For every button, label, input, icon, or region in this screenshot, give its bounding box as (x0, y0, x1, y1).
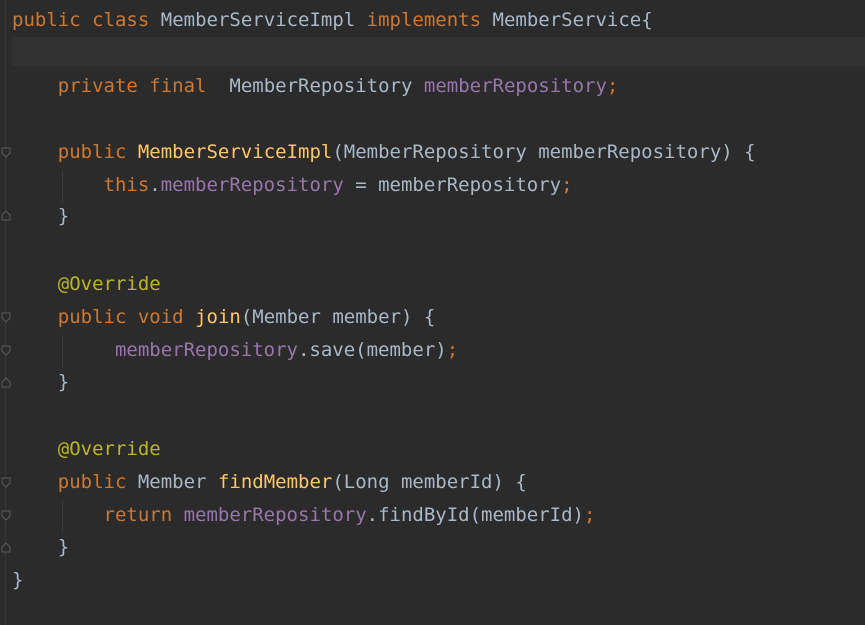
dot: . (149, 174, 161, 196)
fold-open-icon[interactable] (1, 477, 11, 489)
keyword: this (103, 174, 150, 196)
parameters: (Member member) { (240, 306, 436, 328)
class-name: MemberServiceImpl (160, 9, 356, 31)
constructor-name: MemberServiceImpl (137, 141, 333, 163)
code-line-14[interactable]: @Override (12, 433, 161, 466)
type-name: Member (137, 471, 207, 493)
editor-gutter (0, 0, 12, 625)
indent-guide (62, 335, 63, 368)
annotation: @Override (57, 273, 161, 295)
fold-open-icon[interactable] (1, 345, 11, 357)
assignment: = memberRepository (343, 174, 562, 196)
field-name: memberRepository (183, 504, 367, 526)
keyword: implements (366, 9, 482, 31)
fold-close-icon[interactable] (1, 376, 11, 388)
closing-brace: } (57, 371, 70, 393)
parameters: (Long memberId) { (332, 471, 527, 493)
code-line-12[interactable]: } (12, 366, 69, 399)
keyword: private (57, 75, 138, 97)
field-name: memberRepository (160, 174, 344, 196)
code-line-11[interactable]: memberRepository.save(member); (12, 334, 458, 367)
keyword: public (57, 306, 127, 328)
code-line-5[interactable]: public MemberServiceImpl(MemberRepositor… (12, 136, 756, 169)
code-line-7[interactable]: } (12, 200, 69, 233)
fold-open-icon[interactable] (1, 312, 11, 324)
keyword: return (103, 504, 173, 526)
code-line-18[interactable]: } (12, 564, 23, 597)
semicolon: ; (583, 504, 596, 526)
code-line-17[interactable]: } (12, 531, 69, 564)
field-name: memberRepository (114, 339, 298, 361)
closing-brace: } (57, 205, 70, 227)
closing-brace: } (12, 569, 24, 591)
fold-open-icon[interactable] (1, 510, 11, 522)
keyword: class (92, 9, 150, 31)
method-name: join (195, 306, 241, 328)
semicolon: ; (561, 174, 573, 196)
method-name: findMember (217, 471, 333, 493)
keyword: public (12, 9, 81, 31)
indent-guide (62, 500, 63, 533)
keyword: public (57, 471, 127, 493)
fold-close-icon[interactable] (1, 209, 11, 221)
code-line-1[interactable]: public class MemberServiceImpl implement… (12, 4, 653, 37)
code-line-16[interactable]: return memberRepository.findById(memberI… (12, 499, 596, 532)
keyword: void (137, 306, 184, 328)
indent-guide (62, 170, 63, 203)
annotation: @Override (57, 438, 161, 460)
code-line-9[interactable]: @Override (12, 268, 161, 301)
code-line-6[interactable]: this.memberRepository = memberRepository… (12, 169, 573, 202)
code-line-10[interactable]: public void join(Member member) { (12, 301, 436, 334)
keyword: final (149, 75, 207, 97)
interface-name: MemberService{ (492, 9, 653, 31)
parameters: (MemberRepository memberRepository) { (332, 141, 756, 163)
fold-close-icon[interactable] (1, 541, 11, 553)
field-name: memberRepository (423, 75, 607, 97)
fold-open-icon[interactable] (1, 147, 11, 159)
method-call: .save(member) (297, 339, 447, 361)
code-line-15[interactable]: public Member findMember(Long memberId) … (12, 466, 527, 499)
method-call: .findById(memberId) (366, 504, 584, 526)
type-name: MemberRepository (229, 75, 413, 97)
code-line-3[interactable]: private final MemberRepository memberRep… (12, 70, 619, 103)
current-line-highlight (12, 37, 865, 66)
closing-brace: } (57, 536, 70, 558)
keyword: public (57, 141, 127, 163)
semicolon: ; (606, 75, 619, 97)
semicolon: ; (446, 339, 459, 361)
